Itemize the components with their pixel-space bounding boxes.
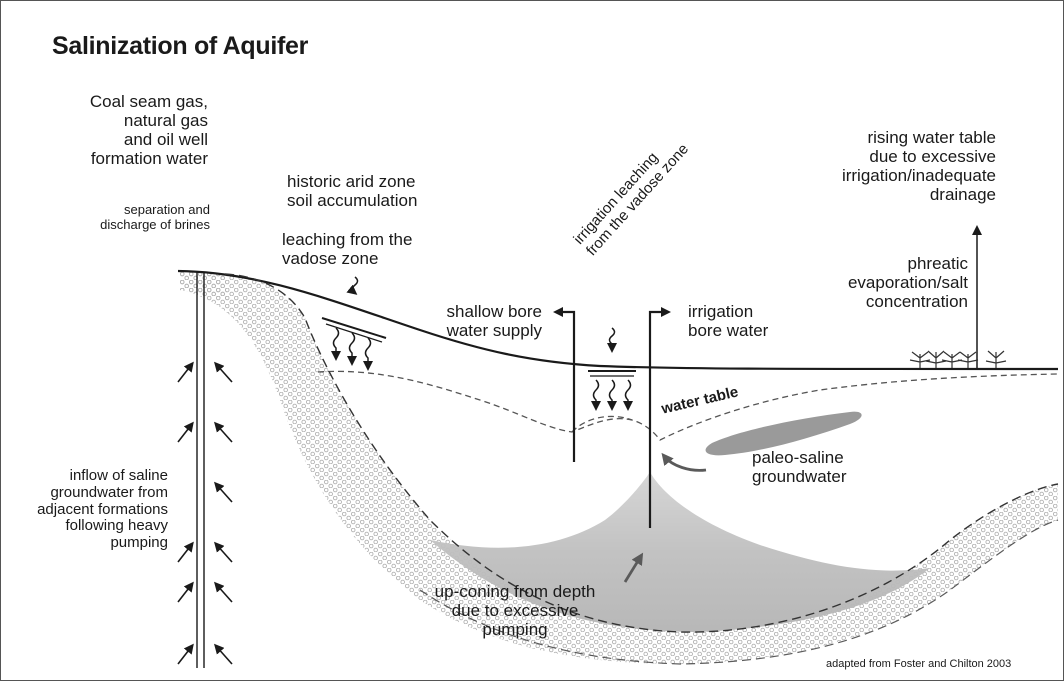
label-rising-water-table: rising water table due to excessive irri… [841, 128, 996, 205]
label-separation-brines: separation and discharge of brines [100, 202, 210, 232]
saline-upconing-fill [430, 472, 930, 632]
label-credit: adapted from Foster and Chilton 2003 [826, 658, 1012, 670]
shallow-bore-pipe [553, 307, 576, 462]
label-up-coning: up-coning from depth due to excessive pu… [434, 582, 596, 640]
aquifer-outer-boundary [224, 273, 1059, 633]
water-table-line [317, 370, 1059, 441]
aquifer-lower-boundary [419, 519, 1059, 665]
vadose-leaching-arrows-irrigation [588, 327, 636, 411]
label-shallow-bore: shallow bore water supply [446, 302, 542, 341]
label-phreatic-evaporation: phreatic evaporation/salt concentration [847, 254, 968, 312]
label-inflow-saline: inflow of saline groundwater from adjace… [37, 467, 168, 552]
label-leaching-vadose: leaching from the vadose zone [282, 230, 413, 269]
label-paleo-saline: paleo-saline groundwater [752, 448, 847, 487]
inflow-arrows [177, 361, 233, 665]
upconing-arrow [623, 552, 644, 583]
paleo-saline-lens [705, 411, 862, 456]
label-historic-arid-zone: historic arid zone soil accumulation [287, 172, 418, 211]
plants-icon [909, 350, 1007, 368]
water-table-mound [571, 415, 633, 433]
diagram-title: Salinization of Aquifer [52, 32, 309, 60]
label-irrigation-bore: irrigation bore water [688, 302, 769, 341]
aquifer-stipple-band [180, 272, 1058, 664]
ground-surface-line [177, 269, 1059, 371]
irrigation-bore-pipe [648, 307, 671, 528]
vadose-leaching-arrows-left [321, 276, 387, 371]
paleo-saline-arrow [661, 452, 707, 472]
label-coal-seam-gas: Coal seam gas, natural gas and oil well … [89, 92, 208, 169]
